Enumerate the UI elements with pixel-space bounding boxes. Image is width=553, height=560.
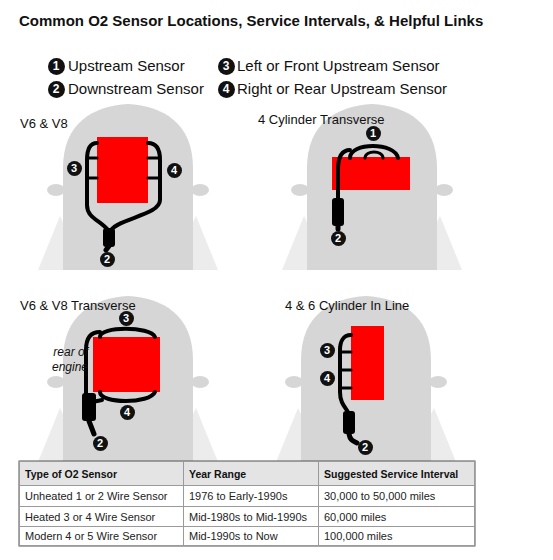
callout-number: 2 — [358, 440, 373, 455]
manifold — [365, 152, 383, 158]
engine-block — [351, 326, 384, 400]
table-header-cell: Type of O2 Sensor — [19, 461, 184, 486]
note-text: rear of engine — [36, 345, 88, 375]
exhaust-pipe — [340, 335, 351, 412]
engine-block — [97, 137, 148, 203]
legend-text: Left or Front Upstream Sensor — [237, 57, 440, 74]
engine-block — [93, 337, 160, 392]
catalytic-converter — [332, 198, 344, 226]
legend-text: Right or Rear Upstream Sensor — [237, 80, 447, 97]
catalytic-converter — [103, 228, 115, 247]
table-header-cell: Year Range — [183, 461, 319, 486]
callout-number: 1 — [366, 126, 381, 141]
callout-number: 4 — [167, 163, 182, 178]
exhaust-pipe — [89, 421, 94, 434]
exhaust-pipe — [349, 434, 357, 443]
callout-number: 3 — [67, 161, 82, 176]
callout-number: 1 — [48, 58, 65, 75]
table-frame — [19, 461, 475, 546]
callout-number: 3 — [320, 343, 335, 358]
catalytic-converters — [82, 198, 355, 434]
manifold — [88, 158, 159, 178]
table-cell: 1976 to Early-1990s — [183, 485, 319, 507]
callout-number: 3 — [218, 58, 235, 75]
table-header-cell: Suggested Service Interval — [318, 461, 475, 486]
exhaust-pipe — [111, 143, 160, 230]
callout-number: 3 — [119, 311, 134, 326]
table-cell: Modern 4 or 5 Wire Sensor — [19, 526, 184, 546]
exhaust-pipe — [86, 332, 100, 395]
legend-text: Downstream Sensor — [68, 80, 204, 97]
page-title: Common O2 Sensor Locations, Service Inte… — [19, 12, 483, 29]
engines — [93, 137, 410, 400]
car-silhouette — [276, 296, 456, 462]
legend-text: Upstream Sensor — [68, 57, 185, 74]
manifold — [100, 392, 155, 401]
callout-number: 2 — [93, 436, 108, 451]
exhaust-pipes — [86, 143, 398, 443]
panel-title: V6 & V8 — [20, 116, 68, 131]
table-cell: 100,000 miles — [318, 526, 475, 546]
table-cell: Mid-1990s to Now — [183, 526, 319, 546]
exhaust-pipe — [336, 226, 341, 229]
callout-number: 2 — [331, 231, 346, 246]
table-cell: Heated 3 or 4 Wire Sensor — [19, 506, 184, 527]
table-cell: 30,000 to 50,000 miles — [318, 485, 475, 507]
panel-title: 4 Cylinder Transverse — [258, 112, 384, 127]
panel-title: 4 & 6 Cylinder In Line — [285, 298, 409, 313]
manifold — [100, 329, 155, 337]
callout-number: 2 — [100, 252, 115, 267]
callout-number: 4 — [218, 81, 235, 98]
manifold — [350, 146, 398, 158]
car-silhouette — [38, 296, 218, 462]
exhaust-pipe — [87, 143, 108, 230]
callout-number: 2 — [48, 81, 65, 98]
panel-title: V6 & V8 Transverse — [20, 298, 136, 313]
callout-number: 4 — [120, 405, 135, 420]
manifold — [342, 352, 351, 388]
car-silhouettes — [38, 104, 462, 462]
exhaust-pipe — [338, 150, 350, 200]
table-cell: 60,000 miles — [318, 506, 475, 527]
table-cell: Unheated 1 or 2 Wire Sensor — [19, 485, 184, 507]
catalytic-converter — [82, 393, 96, 421]
callout-number: 4 — [320, 371, 335, 386]
car-silhouette — [282, 104, 462, 270]
catalytic-converter — [343, 411, 355, 434]
table-cell: Mid-1980s to Mid-1990s — [183, 506, 319, 527]
engine-block — [332, 157, 410, 190]
